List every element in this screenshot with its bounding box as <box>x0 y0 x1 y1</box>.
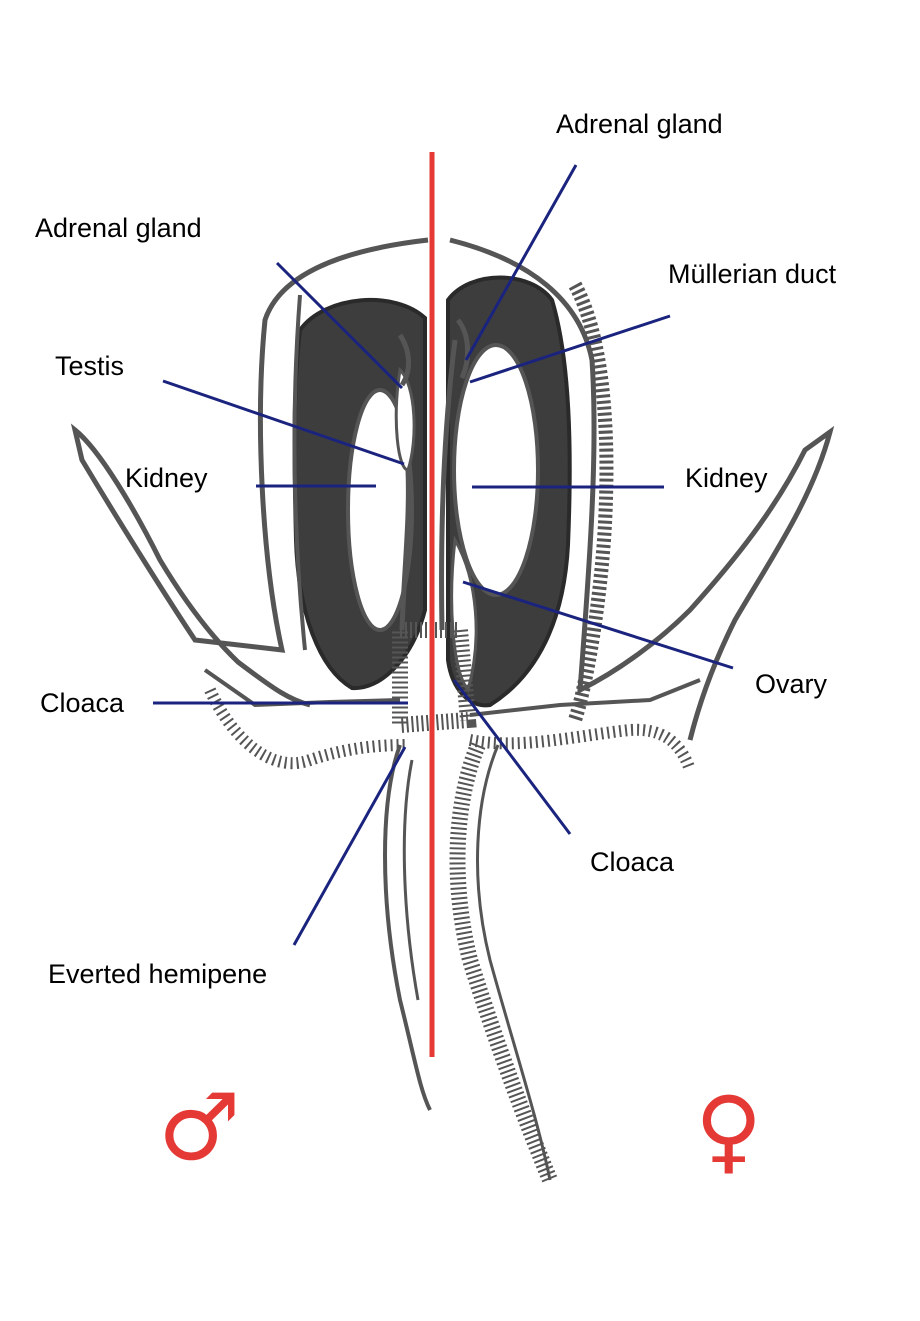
label-ovary: Ovary <box>755 668 827 700</box>
female-symbol: ♀ <box>695 1085 762 1177</box>
label-cloaca-left: Cloaca <box>40 687 124 719</box>
label-adrenal-gland-left: Adrenal gland <box>35 212 202 244</box>
label-cloaca-right: Cloaca <box>590 846 674 878</box>
label-adrenal-gland-right: Adrenal gland <box>556 108 723 140</box>
label-everted-hemipene: Everted hemipene <box>48 958 267 990</box>
label-kidney-left: Kidney <box>125 462 208 494</box>
hemipene-inner <box>404 760 418 1000</box>
male-symbol: ♂ <box>158 1082 240 1174</box>
label-mullerian-duct: Müllerian duct <box>668 258 836 290</box>
leader-cloaca-right <box>454 680 570 834</box>
tail-edge <box>478 745 550 1180</box>
right-kidney <box>454 345 538 595</box>
tail <box>458 745 550 1180</box>
label-testis: Testis <box>55 350 124 382</box>
right-hind-limb <box>470 730 690 770</box>
label-kidney-right: Kidney <box>685 462 768 494</box>
